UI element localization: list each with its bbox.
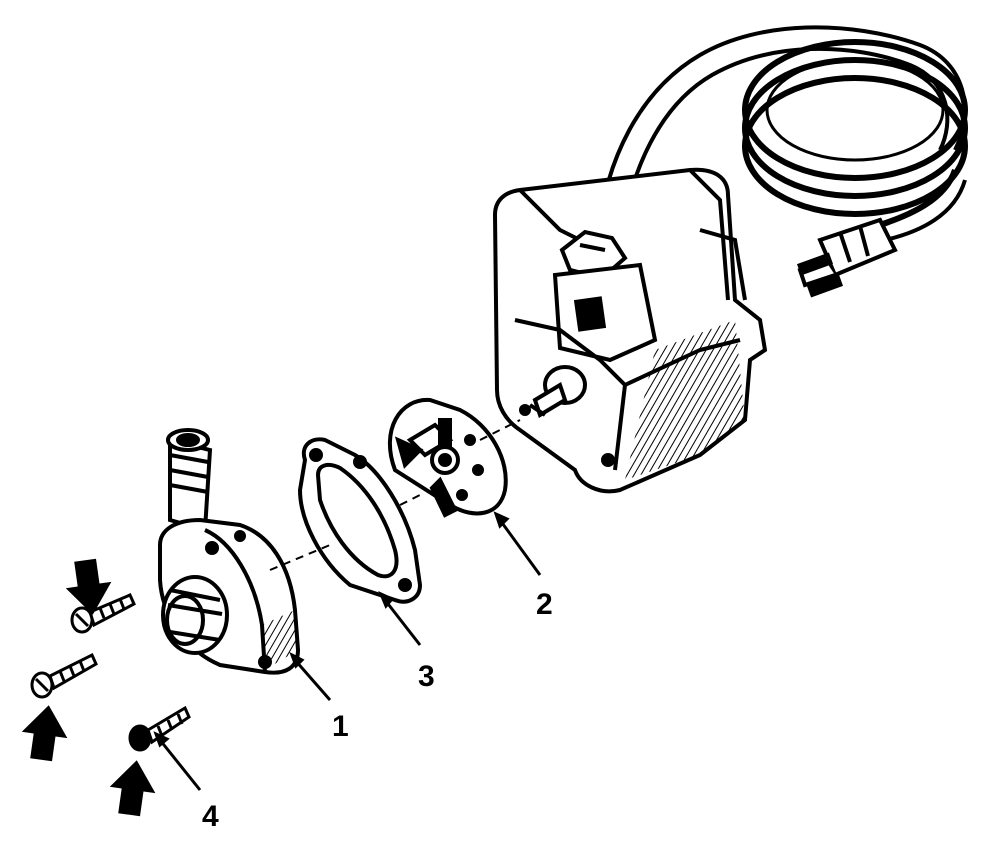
leader-lines [153,511,542,791]
motor-icon [492,167,768,494]
callout-label-2: 2 [536,588,553,621]
callout-labels: 1 2 3 4 [202,588,553,833]
impeller-icon [388,397,508,518]
plug-icon [796,217,898,298]
arrow-icon [21,558,156,817]
assembly-axis [269,419,521,571]
callout-label-3: 3 [418,660,435,693]
pump-housing-icon [158,428,301,675]
power-cord-icon [596,25,968,246]
gasket-icon [297,437,423,604]
callout-label-4: 4 [202,800,219,833]
callout-label-1: 1 [332,710,349,743]
